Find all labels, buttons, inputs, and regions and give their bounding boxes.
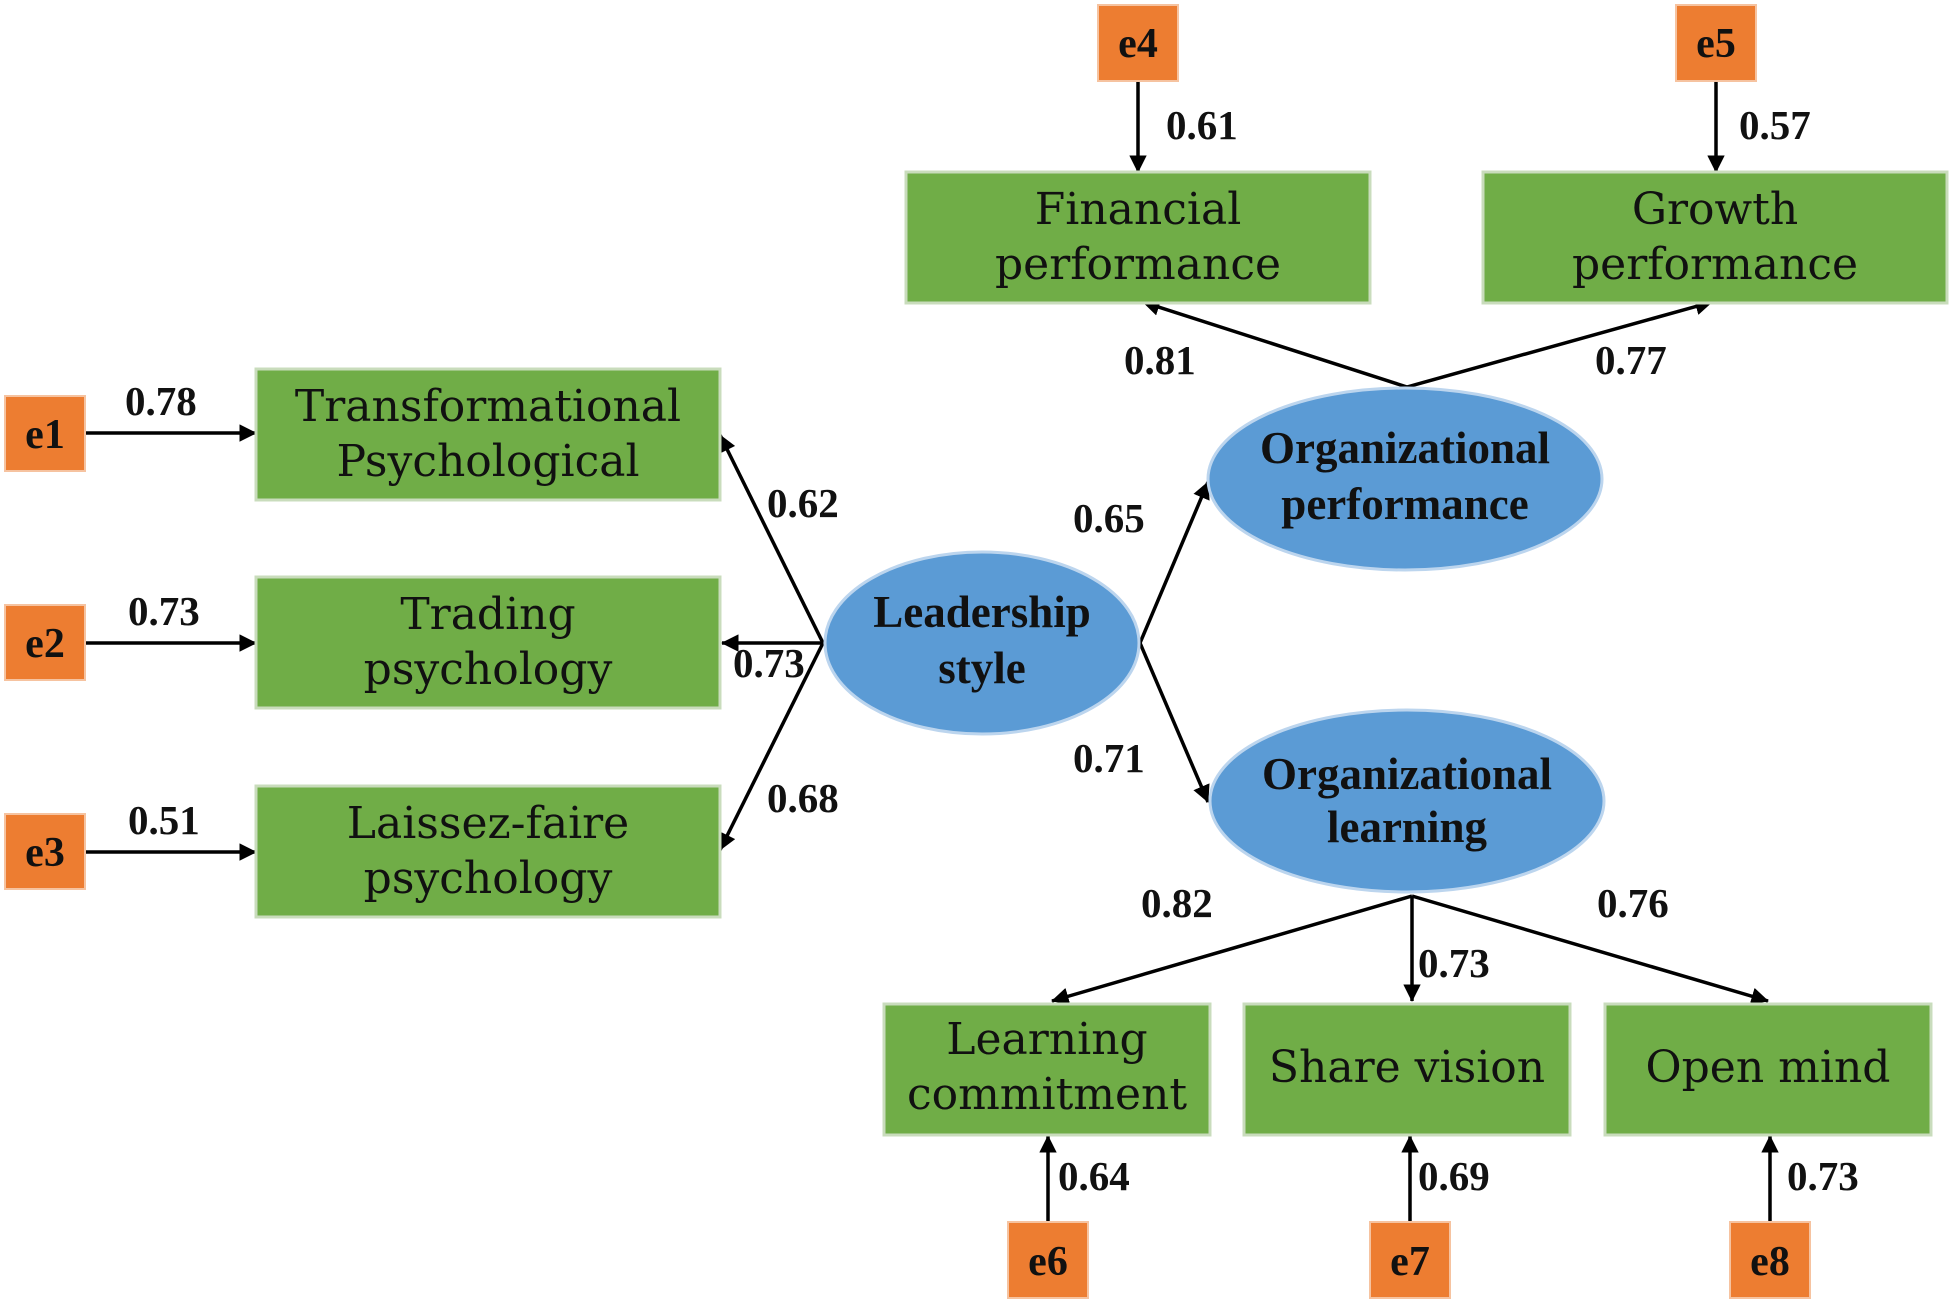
- oval-label-line1: Leadership: [873, 587, 1091, 637]
- error-e5: e5: [1675, 4, 1757, 82]
- arrow-leadership-performance: [1138, 481, 1210, 644]
- box-open-mind: Open mind: [1603, 1002, 1933, 1137]
- coef-learning-commitment: 0.82: [1141, 880, 1213, 926]
- oval-label-line1: Organizational: [1260, 423, 1550, 473]
- coef-leadership-laissez: 0.68: [767, 775, 839, 821]
- error-label: e3: [25, 830, 65, 876]
- coef-e2: 0.73: [128, 588, 200, 634]
- coef-leadership-trading: 0.73: [733, 640, 805, 686]
- oval-label-line2: style: [938, 643, 1025, 693]
- coef-performance-financial: 0.81: [1124, 337, 1196, 383]
- box-share-vision: Share vision: [1242, 1002, 1572, 1137]
- coef-learning-openmind: 0.76: [1597, 880, 1669, 926]
- coef-leadership-learning: 0.71: [1073, 735, 1145, 781]
- coef-e3: 0.51: [128, 797, 200, 843]
- coef-e4: 0.61: [1166, 102, 1238, 148]
- error-e1: e1: [4, 395, 86, 472]
- error-label: e1: [25, 412, 65, 458]
- coef-learning-vision: 0.73: [1418, 940, 1490, 986]
- coef-leadership-performance: 0.65: [1073, 495, 1145, 541]
- oval-organizational-performance: Organizational performance: [1206, 386, 1604, 572]
- box-label-line1: Laissez-faire: [347, 798, 629, 849]
- box-label: Share vision: [1269, 1042, 1545, 1093]
- box-financial-performance: Financial performance: [904, 170, 1372, 305]
- arrow-learning-commitment: [1051, 894, 1413, 1005]
- arrow-leadership-laissez: [718, 642, 825, 851]
- arrow-leadership-transformational: [718, 434, 825, 644]
- box-laissez-faire-psychology: Laissez-faire psychology: [254, 784, 722, 919]
- error-label: e4: [1118, 21, 1158, 67]
- error-e3: e3: [4, 813, 86, 890]
- box-label: Open mind: [1646, 1042, 1891, 1093]
- box-transformational-psychological: Transformational Psychological: [254, 367, 722, 502]
- box-label-line1: Financial: [1035, 184, 1242, 235]
- box-label-line2: psychology: [364, 644, 613, 695]
- oval-leadership-style: Leadership style: [823, 550, 1141, 736]
- coef-e8: 0.73: [1787, 1153, 1859, 1199]
- box-label-line2: psychology: [364, 853, 613, 904]
- error-label: e6: [1028, 1239, 1068, 1285]
- error-e4: e4: [1097, 4, 1179, 82]
- error-label: e5: [1696, 21, 1736, 67]
- box-label-line1: Learning: [946, 1014, 1147, 1065]
- error-e8: e8: [1729, 1221, 1811, 1299]
- coef-e7: 0.69: [1418, 1153, 1490, 1199]
- coef-e6: 0.64: [1058, 1153, 1130, 1199]
- arrow-performance-growth: [1406, 298, 1713, 389]
- oval-label-line1: Organizational: [1262, 749, 1552, 799]
- coef-e1: 0.78: [125, 378, 197, 424]
- box-label-line1: Transformational: [295, 381, 681, 432]
- oval-label-line2: learning: [1327, 802, 1488, 852]
- coef-leadership-transformational: 0.62: [767, 480, 839, 526]
- box-label-line2: performance: [1572, 239, 1858, 290]
- error-label: e7: [1390, 1239, 1430, 1285]
- arrow-leadership-learning: [1138, 642, 1210, 803]
- arrow-learning-openmind: [1411, 894, 1769, 1005]
- coef-e5: 0.57: [1739, 102, 1811, 148]
- error-e7: e7: [1369, 1221, 1451, 1299]
- box-label-line1: Trading: [400, 589, 575, 640]
- coef-performance-growth: 0.77: [1595, 337, 1667, 383]
- box-label-line2: commitment: [907, 1069, 1187, 1120]
- box-label-line1: Growth: [1632, 184, 1798, 235]
- oval-organizational-learning: Organizational learning: [1208, 708, 1606, 894]
- error-e2: e2: [4, 604, 86, 681]
- box-label-line2: Psychological: [336, 436, 639, 487]
- box-growth-performance: Growth performance: [1481, 170, 1949, 305]
- box-label-line2: performance: [995, 239, 1281, 290]
- error-label: e8: [1750, 1239, 1790, 1285]
- box-trading-psychology: Trading psychology: [254, 575, 722, 710]
- error-e6: e6: [1007, 1221, 1089, 1299]
- arrow-performance-financial: [1142, 298, 1408, 389]
- oval-label-line2: performance: [1281, 479, 1528, 529]
- error-label: e2: [25, 621, 65, 667]
- box-learning-commitment: Learning commitment: [882, 1002, 1212, 1137]
